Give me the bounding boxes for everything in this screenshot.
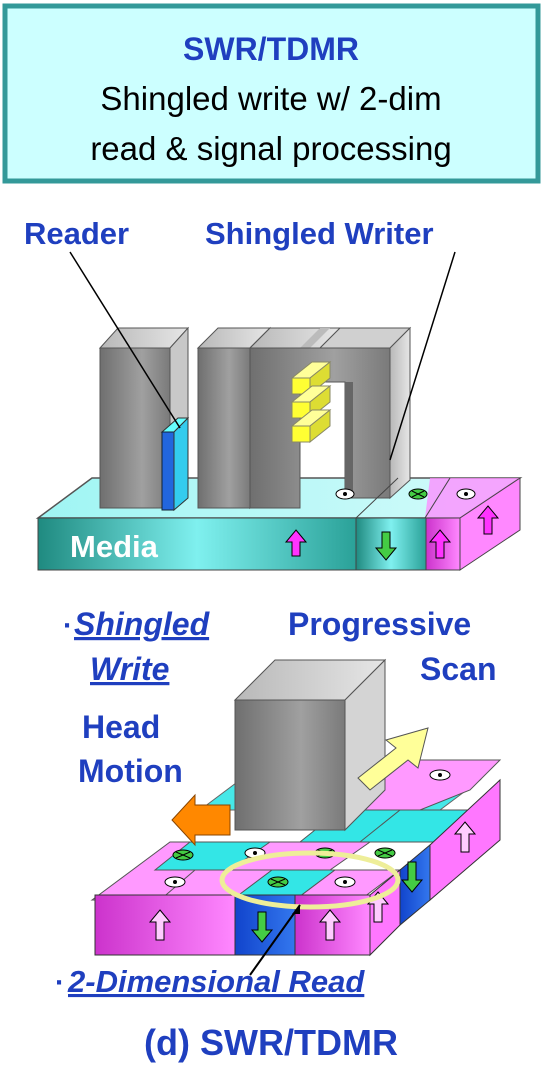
writer-top-gap [300,328,330,348]
up-arrow-icon-3 [476,505,500,535]
media-front-segment [355,517,427,571]
title-box: SWR/TDMR Shingled write w/ 2-dim read & … [2,3,541,184]
media-front [37,517,357,571]
read-region-ellipse [219,850,401,910]
reader-element [161,431,175,511]
subtitle-line-1: Shingled write w/ 2-dim [100,80,441,117]
up-arrow-icon [284,529,308,557]
reader-leader-line [69,251,181,429]
dot-symbol-icon-2 [456,488,476,500]
track-boundary-1 [424,477,451,519]
dot-symbol-icon-6 [429,769,451,781]
read-pointer-arrowhead-icon [292,905,300,914]
shingled-write-line-1: Shingled [74,606,211,642]
cross-symbol-icon [408,488,428,500]
writer-leader-line [389,251,456,461]
down-arrow-icon-2 [250,911,274,943]
subtitle-line-2: read & signal processing [90,130,451,167]
writer-coil [290,360,332,444]
reader-label: Reader [24,216,129,251]
shield-1-front [99,347,171,509]
dot-symbol-icon-5 [334,876,356,888]
down-arrow-icon [374,531,398,561]
two-dimensional-read-label: 2-Dimensional Read [67,964,365,999]
up-arrow-icon-2 [428,529,452,559]
progressive-label-line-2: Scan [420,651,496,687]
head-motion-arrow-icon [171,793,231,847]
scan-head-front [234,699,346,831]
up-arrow-icon-4 [148,909,172,941]
down-arrow-icon-3 [400,861,424,893]
up-arrow-icon-7 [453,821,477,853]
shingled-write-line-2: Write [90,651,169,687]
cross-symbol-icon-5 [267,876,289,888]
cell-front-magenta-1 [94,894,236,956]
head-media-diagram: Reader Shingled Writer [24,216,523,571]
head-motion-line-1: Head [82,709,160,745]
figure-caption: (d) SWR/TDMR [144,1022,398,1063]
media-label: Media [70,529,159,564]
cross-symbol-icon-4 [374,847,396,859]
reader-element-side [173,416,189,512]
dot-symbol-icon [335,488,355,500]
cross-symbol-icon-2 [172,849,194,861]
shingled-writer-label: Shingled Writer [205,216,434,251]
head-motion-line-2: Motion [78,753,183,789]
track-boundary-2 [355,477,399,519]
writer-side [389,326,411,500]
progressive-scan-arrow-icon [357,727,429,791]
read-pointer-line [249,904,301,976]
shield-2-front [197,347,251,509]
title-text: SWR/TDMR [183,31,359,67]
progressive-label-line-1: Progressive [288,606,471,642]
title-box-frame [2,3,541,184]
shingled-bullet: · [63,610,73,642]
up-arrow-icon-5 [318,909,342,941]
read-bullet: · [55,967,65,999]
dot-symbol-icon-4 [164,876,186,888]
shingled-diagram: · Shingled Write Progressive Scan Head M… [55,606,502,999]
writer-gap [345,382,353,498]
